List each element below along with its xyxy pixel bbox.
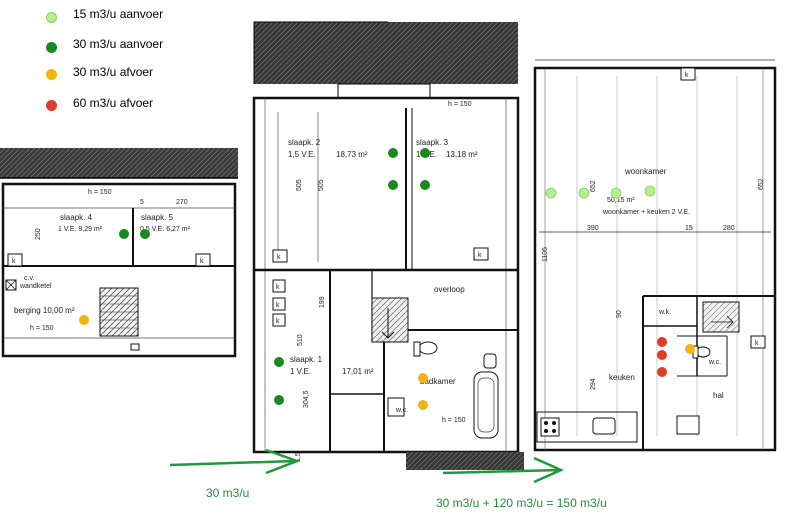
supply-30-marker [388, 180, 398, 190]
dim-h150: h = 150 [448, 101, 472, 108]
berging-height: h = 150 [30, 325, 54, 332]
dim-270: 270 [176, 199, 188, 206]
room-ve-slaapk1: 1 V.E. [290, 367, 311, 376]
legend-label: 30 m3/u aanvoer [73, 37, 164, 51]
arrow-first-floor [169, 448, 301, 475]
k-label: k [478, 252, 482, 259]
exhaust-60-marker [657, 350, 667, 360]
supply-15-marker [610, 187, 622, 199]
supply-30-marker [274, 395, 284, 405]
exhaust-30-marker [685, 344, 695, 354]
room-label-wk: w.k. [658, 309, 671, 316]
room-label-slaapk1: slaapk. 1 [290, 355, 323, 364]
attic-floor-plan: k k c.v. wandketel h = 150 5 270 250 sla… [0, 148, 238, 360]
dim-294: 294 [590, 378, 597, 390]
dim-505: 505 [318, 179, 325, 191]
k-label: k [277, 254, 281, 261]
cv-label: c.v. [24, 275, 34, 282]
dim-199: 199 [319, 296, 326, 308]
supply-30-marker [140, 229, 150, 239]
room-label-overloop: overloop [434, 285, 465, 294]
dim-1105: 1105 [542, 247, 549, 262]
exhaust-60-marker [657, 367, 667, 377]
exhaust-30-marker [79, 315, 89, 325]
room-label-berging: berging 10,00 m² [14, 306, 75, 315]
room-label-slaapk3: slaapk. 3 [416, 138, 449, 147]
red-dot-icon [46, 100, 57, 111]
arrow-ground-floor [442, 456, 565, 484]
supply-30-marker [274, 357, 284, 367]
room-label-wc: w.c. [395, 407, 408, 414]
k-label: k [12, 258, 16, 265]
cv-sub-label: wandketel [19, 283, 52, 290]
exhaust-60-marker [657, 337, 667, 347]
supply-30-marker [420, 148, 430, 158]
room-label-slaapk4: slaapk. 4 [60, 213, 93, 222]
caption-first-floor: 30 m3/u [206, 486, 250, 500]
roof-band [0, 148, 238, 178]
room-label-slaapk5: slaapk. 5 [141, 213, 174, 222]
room-area-slaapk3: 13,18 m² [446, 150, 478, 159]
caption-ground-floor: 30 m3/u + 120 m3/u = 150 m3/u [436, 496, 607, 510]
supply-15-marker [644, 185, 656, 197]
room-label-keuken: keuken [609, 373, 635, 382]
room-label-wc: w.c. [708, 359, 721, 366]
yellow-dot-icon [46, 69, 57, 80]
legend-label: 30 m3/u afvoer [73, 65, 154, 79]
supply-15-marker [545, 187, 557, 199]
room-label-slaapk2: slaapk. 2 [288, 138, 321, 147]
room-area-woonkamer-keuken: 50,15 m² [607, 197, 635, 204]
k-label: k [685, 72, 689, 79]
supply-30-marker [420, 180, 430, 190]
dim-250: 250 [35, 228, 42, 240]
room-area-slaapk1: 17,01 m² [342, 367, 374, 376]
dim-652: 652 [590, 180, 597, 192]
supply-30-marker [119, 229, 129, 239]
room-label-badkamer: badkamer [420, 377, 456, 386]
k-label: k [755, 340, 759, 347]
ground-floor-plan: k k woonkamer 50,15 m² woonkamer + keuke… [527, 56, 779, 458]
green-dot-icon [46, 42, 57, 53]
legend-label: 60 m3/u afvoer [73, 96, 154, 110]
dim-1-5: 1,5 [295, 452, 302, 462]
legend-label: 15 m3/u aanvoer [73, 7, 164, 21]
dim-h150-bath: h = 150 [442, 417, 466, 424]
dim-h150: h = 150 [88, 189, 112, 196]
exhaust-30-marker [418, 400, 428, 410]
k-label: k [276, 284, 280, 291]
supply-15-marker [578, 187, 590, 199]
first-floor-plan: k k k k k slaapk. 2 1,5 V.E. 18,73 m² sl… [238, 12, 525, 472]
dim-280: 280 [723, 225, 735, 232]
dim-390: 390 [587, 225, 599, 232]
dim-304-5: 304,5 [303, 390, 310, 408]
room-label-woonkamer-keuken: woonkamer + keuken 2 V.E. [602, 209, 690, 216]
room-label-woonkamer: woonkamer [624, 167, 667, 176]
supply-30-marker [388, 148, 398, 158]
k-label: k [276, 318, 280, 325]
room-info-slaapk4: 1 V.E. 9,29 m² [58, 226, 103, 233]
dim-5: 5 [140, 199, 144, 206]
k-label: k [276, 302, 280, 309]
room-ve-slaapk2: 1,5 V.E. [288, 150, 316, 159]
k-label: k [200, 258, 204, 265]
dim-510: 510 [297, 334, 304, 346]
exhaust-30-marker [418, 373, 428, 383]
room-area-slaapk2: 18,73 m² [336, 150, 368, 159]
light-green-dot-icon [46, 12, 57, 23]
room-info-slaapk5: 0,5 V.E. 6,27 m² [140, 226, 191, 233]
dim-15: 15 [685, 225, 693, 232]
room-label-hal: hal [713, 391, 724, 400]
dim-90: 90 [616, 310, 623, 318]
dim-652-right: 652 [758, 178, 765, 190]
dim-505: 505 [296, 179, 303, 191]
